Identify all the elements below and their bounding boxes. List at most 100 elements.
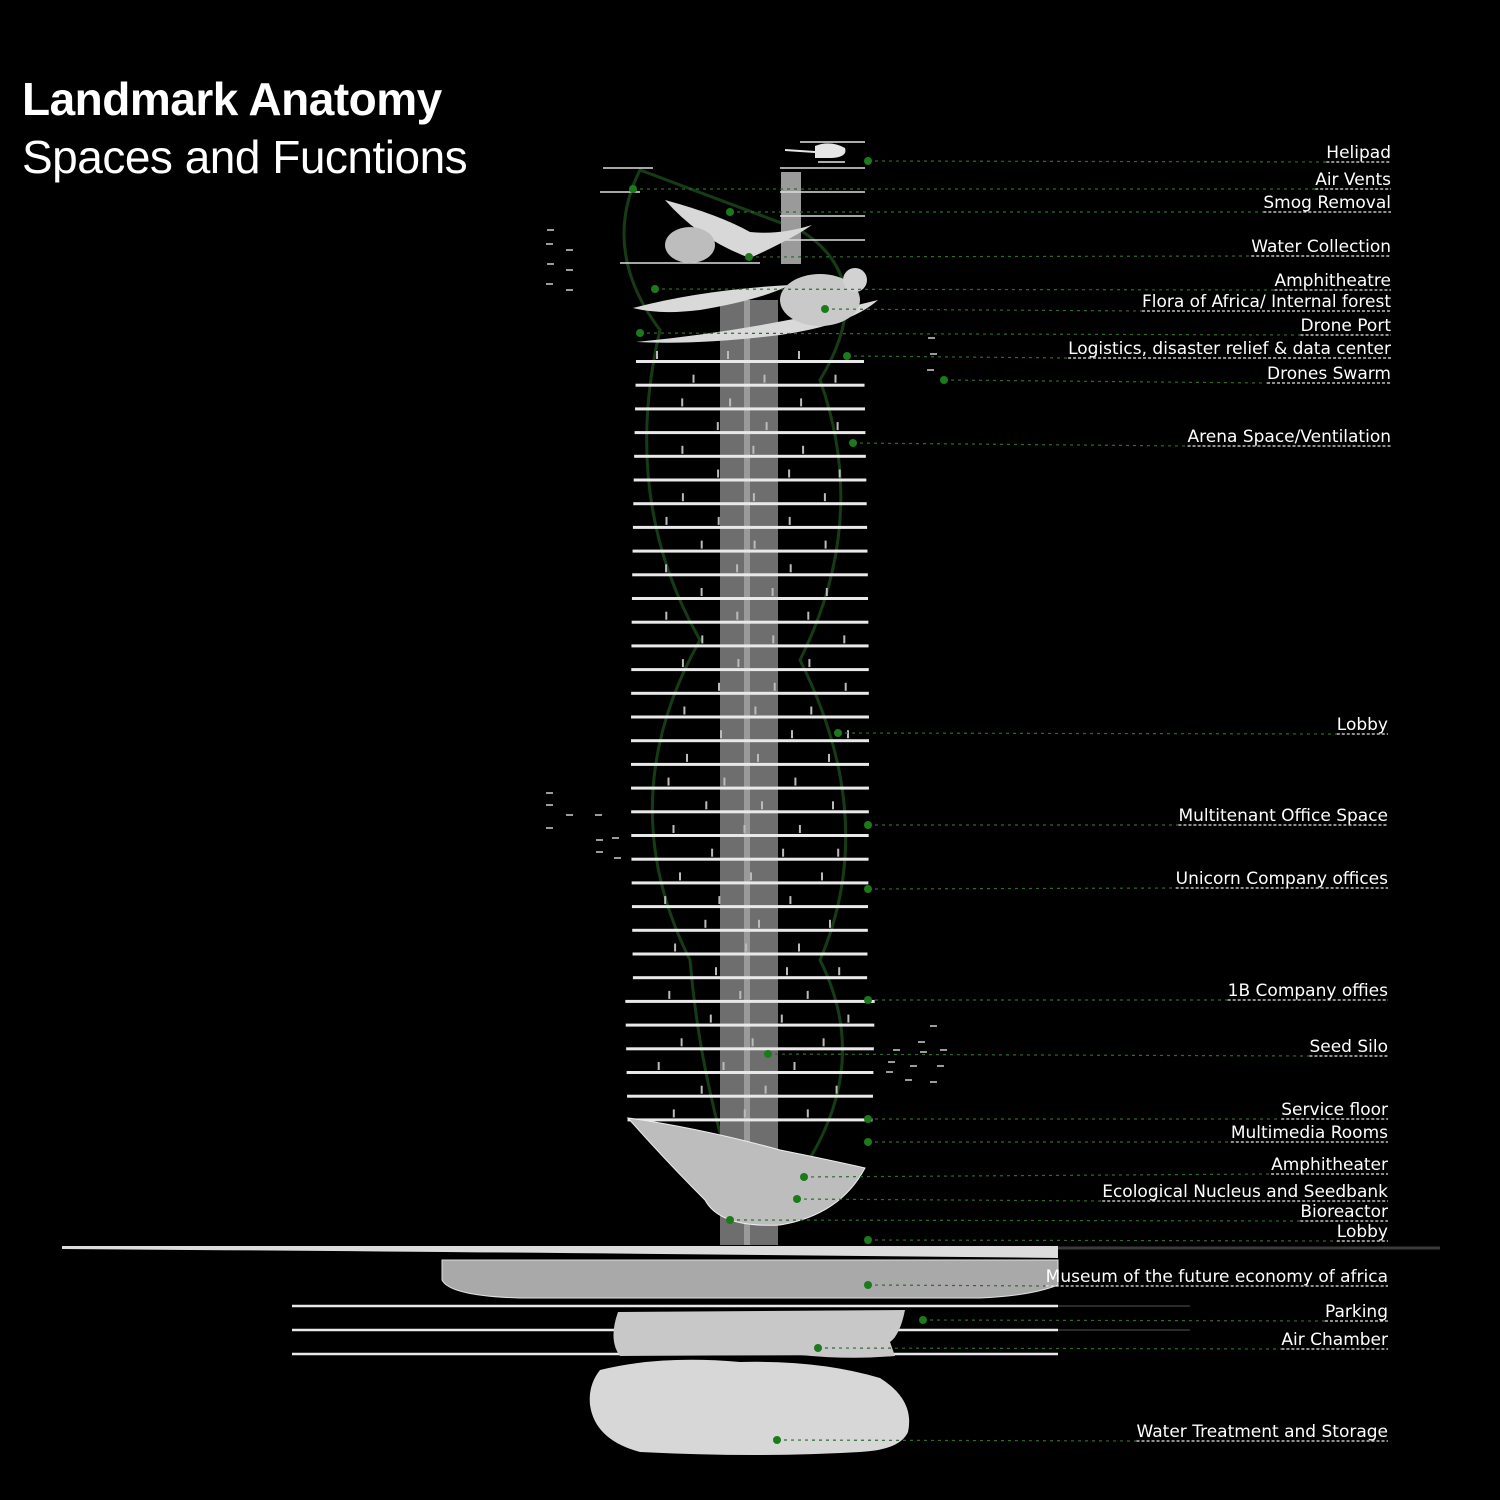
callout-label-1b-offices: 1B Company offies [1228,981,1388,1001]
smog-removal-canopy [665,200,812,258]
callout-label-amphitheatre: Amphitheatre [1274,271,1391,291]
leader-dot [821,305,829,313]
museum-volume [441,1259,1059,1299]
occupant-figure [782,848,785,857]
leader-dot [800,1173,808,1181]
occupant-figure [681,398,684,407]
callout-service-floor: Service floor [864,1100,1388,1123]
callout-label-bioreactor: Bioreactor [1300,1202,1388,1222]
occupant-figure [736,611,739,620]
occupant-figure [686,753,688,762]
occupant-figure [788,516,791,525]
occupant-figure [824,540,827,549]
occupant-figure [810,706,813,715]
drones-swarm-graphics [546,229,947,1083]
diagram-subtitle: Spaces and Fucntions [22,131,468,183]
ground-plane [62,1246,1058,1258]
leader-line [824,308,1142,312]
roof-trees [665,227,715,263]
occupant-figure [752,445,755,454]
occupant-figure [798,351,800,359]
occupant-figure [665,611,668,620]
leader-dot [726,1216,734,1224]
floor-slab [625,999,875,1003]
occupant-figure [791,730,793,739]
leader-line [867,160,1327,163]
callout-arena-space: Arena Space/Ventilation [849,427,1391,447]
callout-label-parking: Parking [1325,1302,1388,1322]
leader-dot [864,1281,872,1289]
occupant-figure [683,706,686,715]
occupant-figure [847,1014,850,1023]
leader-dot [726,208,734,216]
callout-helipad: Helipad [864,143,1391,165]
occupant-figure [718,682,720,691]
leader-dot [849,439,857,447]
occupant-figure [681,493,684,502]
callout-amphitheater: Amphitheater [800,1155,1388,1181]
occupant-figure [717,469,720,478]
callout-label-amphitheater: Amphitheater [1271,1155,1388,1175]
occupant-figure [761,801,763,810]
callout-ecological-nucleus: Ecological Nucleus and Seedbank [793,1182,1388,1203]
occupant-figure [772,635,775,644]
leader-line [867,887,1176,890]
occupant-figure [657,1062,660,1070]
occupant-figure [807,611,810,620]
occupant-figure [751,1038,754,1047]
callout-water-collection: Water Collection [745,237,1391,261]
occupant-figure [806,990,809,999]
occupant-figure [720,730,722,739]
occupant-figure [838,469,841,478]
occupant-figure [681,659,684,668]
occupant-figure [757,753,759,762]
callout-label-seed-silo: Seed Silo [1309,1037,1388,1057]
occupant-figure [800,398,803,407]
callout-label-flora-of-africa: Flora of Africa/ Internal forest [1142,292,1391,312]
occupant-figure [700,588,703,596]
occupant-figure [711,848,714,857]
occupant-figure [667,777,670,786]
occupant-figure [789,564,792,573]
callout-smog-removal: Smog Removal [726,193,1391,216]
occupant-figure [727,351,729,359]
leader-line [922,1319,1325,1322]
occupant-figure [844,682,847,691]
callout-drones-swarm: Drones Swarm [940,364,1391,384]
occupant-figure [780,1014,783,1023]
floor-slab [631,739,870,743]
leader-dot [864,885,872,893]
callout-logistics: Logistics, disaster relief & data center [843,339,1391,360]
leader-dot [764,1050,772,1058]
core-highlight [744,300,750,1245]
occupant-figure [745,943,748,952]
callout-1b-offices: 1B Company offies [864,981,1388,1004]
floor-slab [631,905,869,909]
floor-slab [631,715,869,719]
occupant-figure [752,493,755,502]
floor-slab [631,644,869,648]
occupant-figure [788,469,791,478]
leader-dot [864,1236,872,1244]
floor-slab [626,1047,874,1051]
occupant-figure [672,825,675,833]
leader-line [748,255,1252,258]
leader-line [943,379,1268,384]
top-mast [781,172,801,264]
callout-label-helipad: Helipad [1326,143,1391,163]
floor-slab [631,834,869,837]
floor-slab [627,1094,873,1098]
leader-dot [843,352,851,360]
occupant-figure [701,635,704,644]
callout-label-unicorn-offices: Unicorn Company offices [1176,869,1388,889]
callout-label-logistics: Logistics, disaster relief & data center [1068,339,1391,359]
callout-label-museum: Museum of the future economy of africa [1046,1267,1388,1287]
leader-line [729,1219,1301,1222]
floor-slabs [625,351,875,1122]
callout-amphitheatre: Amphitheatre [651,271,1391,293]
callout-water-treatment: Water Treatment and Storage [773,1422,1388,1444]
leader-line [654,288,1275,291]
callout-label-air-chamber: Air Chamber [1281,1330,1388,1350]
callout-air-vents: Air Vents [629,170,1391,193]
